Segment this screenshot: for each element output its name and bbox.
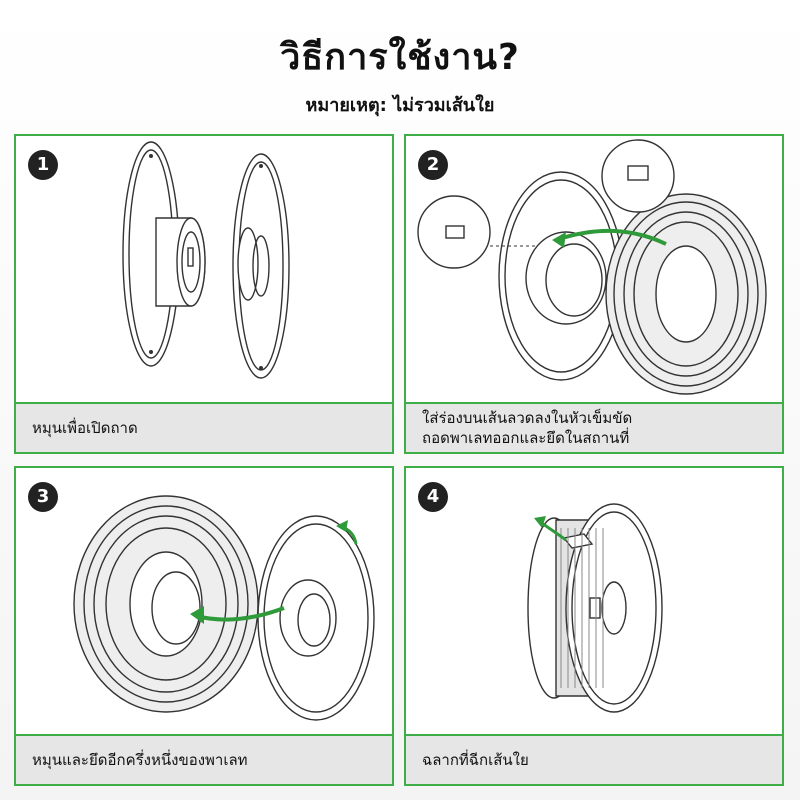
step-caption-line: ฉลากที่ฉีกเส้นใย bbox=[422, 751, 529, 769]
step-caption-line: ถอดพาเลทออกและยึดในสถานที่ bbox=[422, 429, 630, 447]
open-spool-illustration bbox=[122, 141, 290, 379]
attach-half-illustration bbox=[73, 495, 375, 721]
step-number: 3 bbox=[28, 482, 58, 512]
insert-filament-illustration bbox=[417, 139, 767, 395]
step-caption: ใส่ร่องบนเส้นลวดลงในหัวเข็มขัด ถอดพาเลทอ… bbox=[406, 402, 782, 452]
step-caption: หมุนเพื่อเปิดถาด bbox=[16, 402, 392, 452]
tear-label-illustration bbox=[527, 503, 663, 713]
page-note: หมายเหตุ: ไม่รวมเส้นใย bbox=[305, 95, 495, 116]
step-caption: หมุนและยึดอีกครึ่งหนึ่งของพาเลท bbox=[16, 734, 392, 784]
step-panel-1: 1 หมุนเพื่อเปิดถาด bbox=[14, 134, 394, 454]
step-caption-line: ใส่ร่องบนเส้นลวดลงในหัวเข็มขัด bbox=[422, 409, 633, 427]
step-number: 4 bbox=[418, 482, 448, 512]
step-caption-line: หมุนเพื่อเปิดถาด bbox=[32, 419, 138, 437]
step-number: 2 bbox=[418, 150, 448, 180]
step-caption-line: หมุนและยึดอีกครึ่งหนึ่งของพาเลท bbox=[32, 751, 248, 769]
step-number: 1 bbox=[28, 150, 58, 180]
step-caption: ฉลากที่ฉีกเส้นใย bbox=[406, 734, 782, 784]
step-panel-2: 2 ใส่ร่องบนเส้นลวดลงในหัวเข็มขัด ถอดพาเล… bbox=[404, 134, 784, 454]
page-title: วิธีการใช้งาน? bbox=[280, 37, 520, 78]
step-panel-3: 3 หมุนและยึดอีกครึ่งหนึ่งของพาเลท bbox=[14, 466, 394, 786]
step-panel-4: 4 ฉลากที่ฉีกเส้นใย bbox=[404, 466, 784, 786]
